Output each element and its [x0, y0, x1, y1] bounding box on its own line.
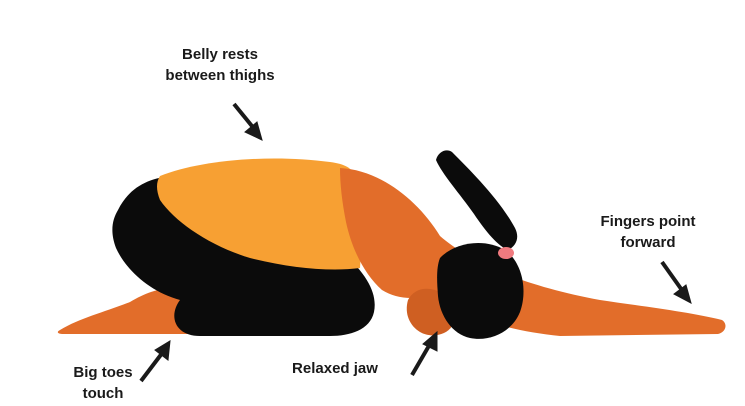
label-jaw-line-1: Relaxed jaw: [292, 360, 378, 377]
label-fingers: Fingers point forward: [578, 211, 718, 253]
ponytail: [436, 150, 518, 250]
label-jaw: Relaxed jaw: [280, 358, 390, 379]
label-toes: Big toes touch: [48, 362, 158, 404]
arrow-belly: [232, 102, 263, 141]
label-belly-line-1: Belly rests: [182, 46, 258, 63]
label-toes-line-1: Big toes: [73, 364, 133, 381]
label-fingers-line-1: Fingers point: [600, 213, 696, 230]
arrow-jaw: [410, 330, 438, 377]
label-toes-line-2: touch: [82, 385, 124, 402]
label-belly-line-2: between thighs: [165, 67, 275, 84]
arrow-fingers: [660, 260, 692, 304]
label-fingers-line-2: forward: [620, 234, 676, 251]
arrow-toes: [139, 340, 171, 383]
head-hair: [437, 243, 524, 339]
label-belly: Belly rests between thighs: [140, 44, 300, 86]
shirt: [157, 158, 361, 270]
hair-tie: [498, 247, 514, 259]
